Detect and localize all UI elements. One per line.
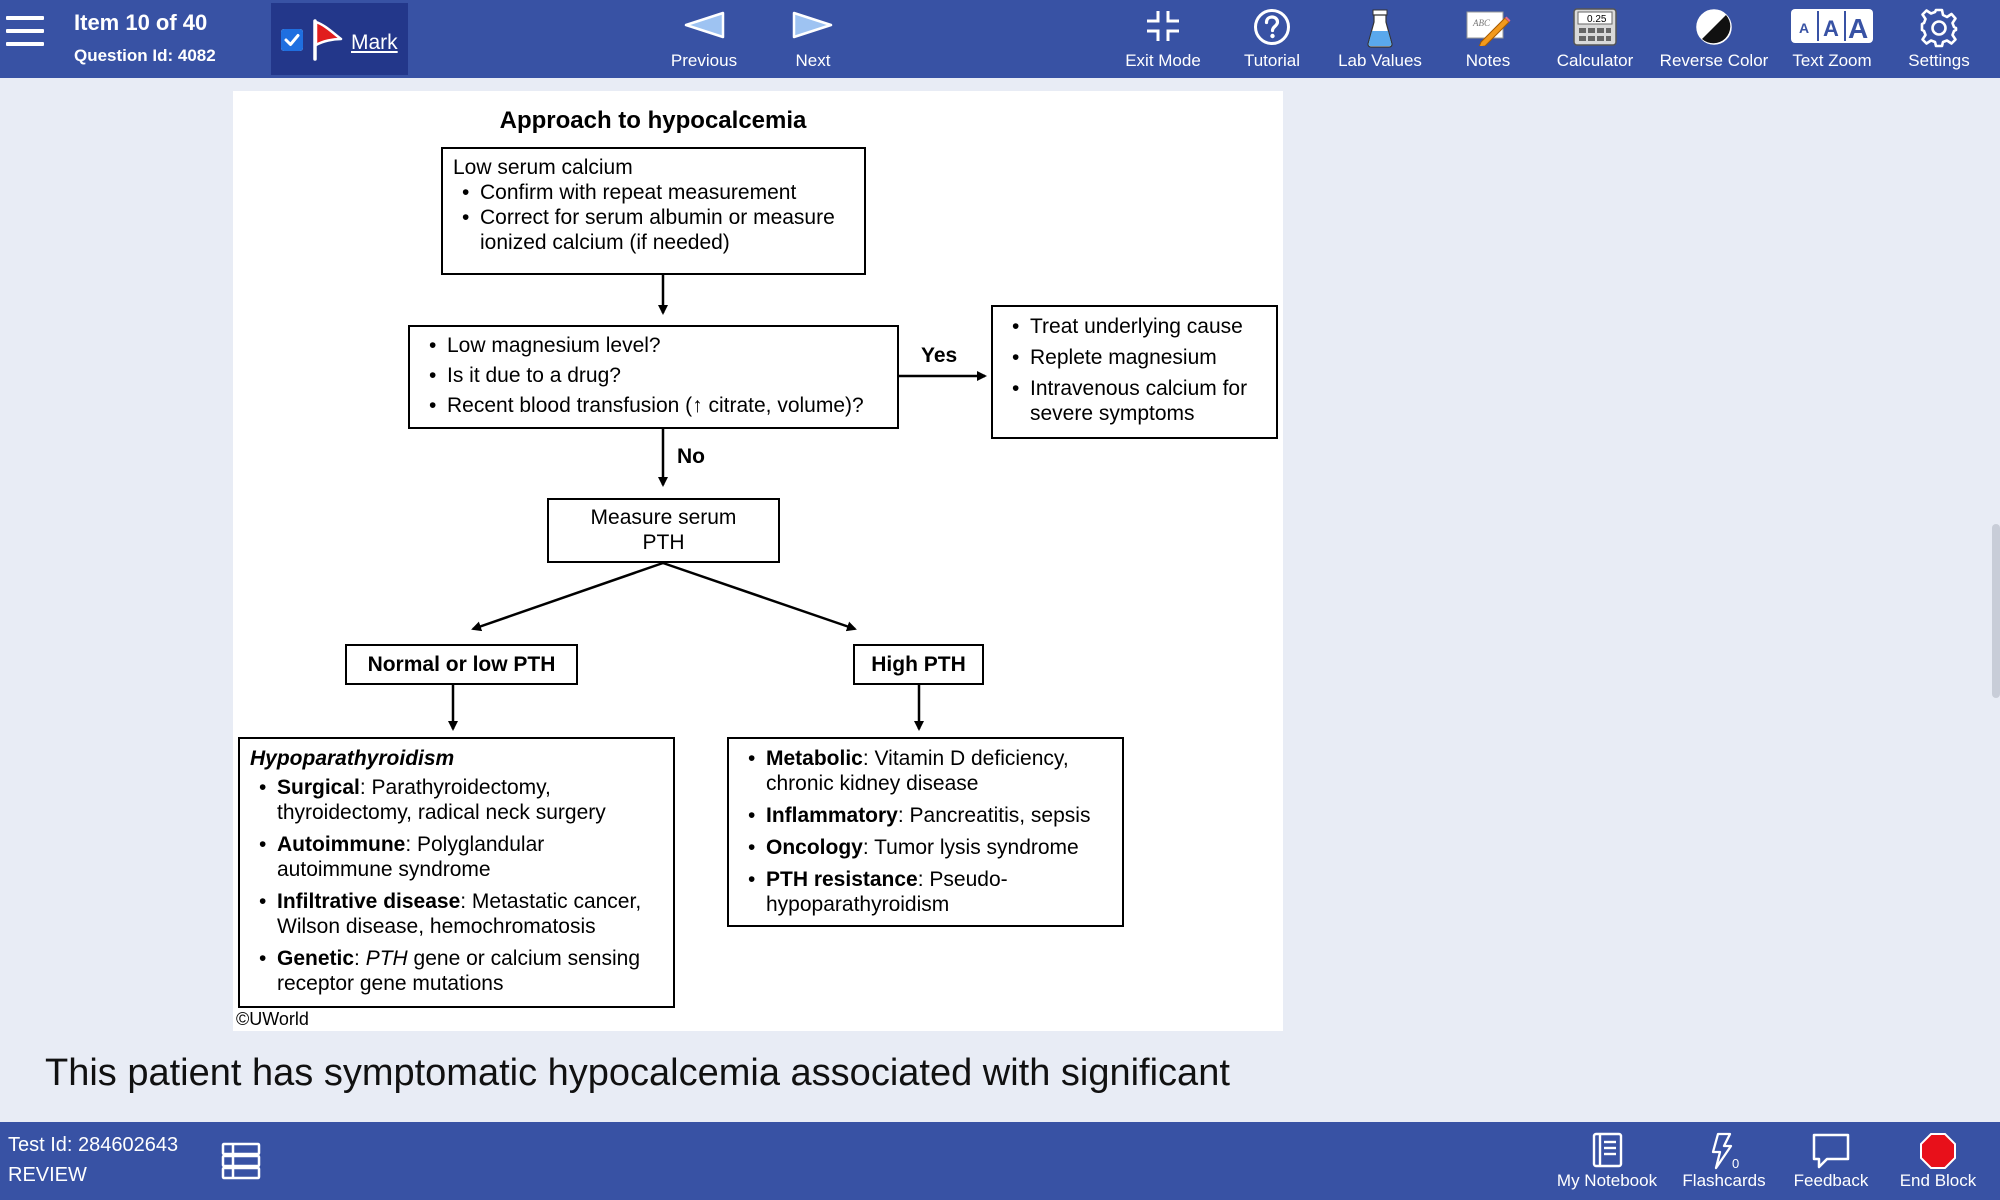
feedback-label: Feedback — [1793, 1171, 1869, 1190]
next-label: Next — [795, 51, 831, 70]
low-calcium-item: Confirm with repeat measurement — [453, 180, 854, 205]
text-zoom-button[interactable]: A A A Text Zoom — [1786, 0, 1878, 78]
tutorial-button[interactable]: Tutorial — [1232, 0, 1312, 78]
question-content: Approach to hypocalcemia Low serum calci… — [0, 78, 2000, 1122]
help-circle-icon — [1253, 8, 1291, 51]
high-pth-item-metabolic: Metabolic: Vitamin D deficiency, chronic… — [739, 746, 1112, 796]
low-calcium-heading: Low serum calcium — [453, 156, 633, 179]
box-normal-low-pth: Normal or low PTH — [345, 644, 578, 685]
hypopara-item-genetic: Genetic: PTH gene or calcium sensing rec… — [250, 946, 663, 996]
svg-text:A: A — [1848, 13, 1868, 44]
notes-button[interactable]: ABC Notes — [1447, 0, 1529, 78]
treatment-item: Treat underlying cause — [1003, 314, 1266, 339]
lab-values-label: Lab Values — [1338, 51, 1422, 70]
hypopara-heading: Hypoparathyroidism — [250, 747, 455, 770]
gear-icon — [1919, 8, 1959, 53]
svg-text:A: A — [1823, 16, 1839, 41]
calculator-label: Calculator — [1556, 51, 1634, 70]
flashcards-count: 0 — [1732, 1156, 1739, 1170]
box-differential-questions: Low magnesium level? Is it due to a drug… — [408, 325, 899, 429]
calculator-button[interactable]: 0.25 Calculator — [1547, 0, 1643, 78]
no-label: No — [677, 445, 705, 468]
next-button[interactable]: Next — [773, 0, 853, 78]
notebook-icon — [1590, 1132, 1624, 1173]
flask-icon — [1365, 8, 1395, 53]
collapse-icon — [1143, 8, 1183, 49]
scrollbar-thumb[interactable] — [1992, 524, 2000, 698]
box-high-pth: High PTH — [853, 644, 984, 685]
arrow-pth-to-normal — [471, 561, 664, 632]
lab-values-button[interactable]: Lab Values — [1330, 0, 1430, 78]
flowchart-figure: Approach to hypocalcemia Low serum calci… — [233, 91, 1283, 1031]
svg-text:A: A — [1799, 20, 1809, 36]
mark-label: Mark — [351, 31, 398, 54]
explanation-text: This patient has symptomatic hypocalcemi… — [45, 1052, 1230, 1094]
high-pth-item-inflammatory: Inflammatory: Pancreatitis, sepsis — [739, 803, 1112, 828]
reverse-color-button[interactable]: Reverse Color — [1656, 0, 1772, 78]
question-id: Question Id: 4082 — [74, 46, 216, 65]
contrast-icon — [1695, 8, 1733, 51]
high-pth-item-resistance: PTH resistance: Pseudo-hypoparathyroidis… — [739, 867, 1112, 917]
lightning-icon: 0 — [1704, 1132, 1744, 1175]
flowchart-connectors — [448, 275, 987, 731]
arrow-pth-to-high — [662, 561, 857, 632]
svg-text:0.25: 0.25 — [1587, 14, 1607, 25]
text-zoom-label: Text Zoom — [1792, 51, 1872, 70]
question-item: Low magnesium level? — [420, 333, 887, 358]
question-item: Recent blood transfusion (↑ citrate, vol… — [420, 393, 887, 418]
box-measure-pth: Measure serum PTH — [547, 498, 780, 563]
my-notebook-button[interactable]: My Notebook — [1548, 1122, 1666, 1200]
treatment-item: Replete magnesium — [1003, 345, 1266, 370]
treatment-item: Intravenous calcium for severe symptoms — [1003, 376, 1266, 426]
menu-icon[interactable] — [6, 16, 46, 56]
checkmark-icon — [281, 29, 303, 51]
flag-icon — [311, 19, 345, 66]
test-mode: REVIEW — [8, 1164, 87, 1186]
previous-label: Previous — [670, 51, 738, 70]
exit-mode-button[interactable]: Exit Mode — [1117, 0, 1209, 78]
copyright-notice: ©UWorld — [236, 1009, 309, 1029]
hypopara-item-surgical: Surgical: Parathyroidectomy, thyroidecto… — [250, 775, 663, 825]
bottom-toolbar: Test Id: 284602643 REVIEW My Notebook 0 … — [0, 1122, 2000, 1200]
hypopara-item-infiltrative: Infiltrative disease: Metastatic cancer,… — [250, 889, 663, 939]
flashcards-label: Flashcards — [1682, 1171, 1766, 1190]
hypopara-item-autoimmune: Autoimmune: Polyglandular autoimmune syn… — [250, 832, 663, 882]
box-low-serum-calcium: Low serum calcium Confirm with repeat me… — [441, 147, 866, 275]
settings-label: Settings — [1908, 51, 1970, 70]
end-block-button[interactable]: End Block — [1892, 1122, 1984, 1200]
low-calcium-item: Correct for serum albumin or measure ion… — [453, 205, 854, 255]
test-id: Test Id: 284602643 — [8, 1134, 179, 1156]
tutorial-label: Tutorial — [1243, 51, 1301, 70]
text-zoom-icon: A A A — [1790, 8, 1874, 49]
settings-button[interactable]: Settings — [1898, 0, 1980, 78]
calculator-icon: 0.25 — [1573, 8, 1617, 51]
box-hypoparathyroidism: Hypoparathyroidism Surgical: Parathyroid… — [238, 737, 675, 1008]
question-list-icon[interactable] — [221, 1142, 261, 1185]
stop-sign-icon — [1919, 1132, 1957, 1175]
exit-mode-label: Exit Mode — [1125, 51, 1201, 70]
top-toolbar: Item 10 of 40 Question Id: 4082 Mark Pre… — [0, 0, 2000, 78]
previous-button[interactable]: Previous — [664, 0, 744, 78]
svg-text:ABC: ABC — [1472, 18, 1491, 28]
feedback-button[interactable]: Feedback — [1787, 1122, 1875, 1200]
my-notebook-label: My Notebook — [1556, 1171, 1658, 1190]
box-treatment: Treat underlying cause Replete magnesium… — [991, 305, 1278, 439]
mark-checkbox[interactable] — [281, 29, 303, 51]
yes-label: Yes — [921, 344, 958, 367]
arrow-right-icon — [791, 8, 835, 47]
mark-button[interactable]: Mark — [271, 3, 408, 75]
figure-title: Approach to hypocalcemia — [499, 107, 807, 134]
question-item: Is it due to a drug? — [420, 363, 887, 388]
flashcards-button[interactable]: 0 Flashcards — [1674, 1122, 1774, 1200]
reverse-color-label: Reverse Color — [1659, 51, 1769, 70]
notes-label: Notes — [1465, 51, 1511, 70]
notes-icon: ABC — [1465, 8, 1511, 51]
end-block-label: End Block — [1899, 1171, 1977, 1190]
box-high-pth-causes: Metabolic: Vitamin D deficiency, chronic… — [727, 737, 1124, 927]
speech-bubble-icon — [1811, 1132, 1851, 1175]
high-pth-item-oncology: Oncology: Tumor lysis syndrome — [739, 835, 1112, 860]
arrow-left-icon — [682, 8, 726, 47]
item-counter: Item 10 of 40 — [74, 10, 208, 35]
